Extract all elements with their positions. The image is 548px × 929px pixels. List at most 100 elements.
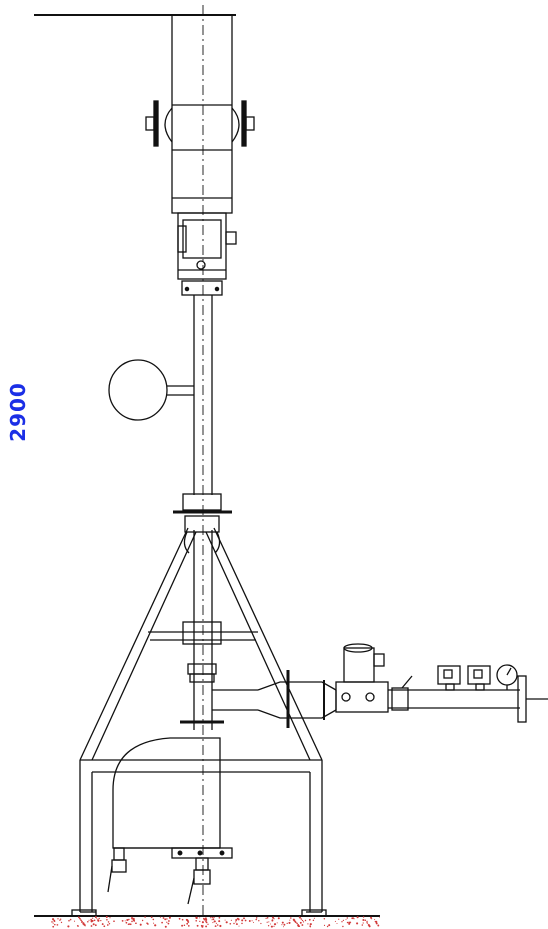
ground-dot <box>376 923 378 925</box>
downstream-pipe <box>388 675 548 723</box>
dimension-value: 2900 <box>6 382 31 442</box>
ground-dot <box>346 917 349 919</box>
ground-dot <box>342 919 345 922</box>
ground-dot <box>349 921 352 923</box>
ground-dot <box>289 919 291 921</box>
ground-dot <box>164 925 167 928</box>
ground-dot <box>334 920 336 922</box>
ground-dot <box>87 921 89 923</box>
ground-dot <box>266 921 268 923</box>
dimension-label: 2900 <box>3 352 33 472</box>
ground-dot <box>186 919 189 922</box>
ground-dot <box>94 916 97 919</box>
ground-dot <box>162 917 165 919</box>
ground-dot <box>106 919 108 921</box>
ground-dot <box>205 925 208 928</box>
ground-dot <box>342 925 344 928</box>
ground-dot <box>341 921 343 923</box>
ground-dot <box>356 916 359 919</box>
ground-dot <box>290 917 292 919</box>
ground-dot <box>107 921 110 923</box>
ground-dot <box>266 917 269 919</box>
ground-dot <box>127 923 130 926</box>
ground-dot <box>101 923 104 926</box>
ground-dot <box>235 923 238 926</box>
ground-dot <box>297 925 300 928</box>
ground-dot <box>67 925 70 928</box>
ground-dot <box>52 922 54 924</box>
ground-dot <box>91 919 94 922</box>
ground-dot <box>362 922 364 924</box>
ground-dot <box>252 921 255 923</box>
ground-dot <box>235 921 237 923</box>
ground-dot <box>268 921 270 923</box>
ground-dot <box>346 921 349 924</box>
ground-dot <box>60 918 62 920</box>
ground-dot <box>131 920 133 923</box>
ground-dot <box>131 918 133 920</box>
ground-dot <box>215 922 217 924</box>
ground-dot <box>167 922 170 925</box>
ground-dot <box>207 923 209 925</box>
ground-dot <box>84 925 86 927</box>
ground-dot <box>183 924 186 926</box>
ground-dot <box>224 919 226 921</box>
ground-dot <box>225 921 228 924</box>
ground-dot <box>281 924 283 926</box>
ground-dot <box>294 921 297 924</box>
ground-dot <box>181 918 184 921</box>
ground-dot <box>299 921 302 924</box>
ground-dot <box>128 918 130 921</box>
ground-dot <box>371 918 373 920</box>
ground-dot <box>166 918 168 920</box>
ground-dot <box>230 919 232 921</box>
upper-tube <box>171 14 233 214</box>
pressure-switch-2 <box>467 665 491 691</box>
ground-dot <box>362 918 365 922</box>
ground-dot <box>181 924 184 927</box>
center-drain-valve <box>187 857 211 905</box>
ground-dot <box>323 918 326 920</box>
ground-dot <box>205 918 208 921</box>
ground-dot <box>79 918 81 920</box>
ground-dot <box>326 925 329 928</box>
ground-dot <box>255 918 257 921</box>
ground-dot <box>77 925 79 927</box>
ground-dot <box>90 925 93 927</box>
ground-dot <box>53 920 56 923</box>
ground-dot <box>161 921 163 924</box>
ground-dot <box>168 920 170 922</box>
ground-dot <box>153 922 155 924</box>
ground-dot <box>323 924 326 926</box>
ground-dot <box>235 919 238 921</box>
ground-dot <box>139 923 142 926</box>
coupling-block <box>177 212 237 296</box>
ground-dot <box>202 925 204 927</box>
ground-dot <box>271 919 274 922</box>
ground-dot <box>258 920 260 922</box>
ground-dot <box>366 920 368 923</box>
ground-dot <box>375 920 378 923</box>
float-ball <box>108 359 194 421</box>
left-drain-valve <box>107 847 127 893</box>
ground-dot <box>243 917 245 920</box>
ground-dot <box>273 923 277 926</box>
ground-dot <box>96 918 98 920</box>
ground-dot <box>361 924 364 926</box>
ground-dot <box>166 921 168 923</box>
ground-dot <box>345 919 347 921</box>
ground-dot <box>73 920 76 922</box>
ground-dot <box>241 922 243 925</box>
ground-dot <box>353 918 355 920</box>
ground-dot <box>301 919 304 922</box>
ground-dot <box>233 922 235 925</box>
ground-dot <box>52 918 55 921</box>
ground-dot <box>126 919 128 921</box>
central-pipe <box>193 295 213 730</box>
ground-dot <box>309 923 312 926</box>
ground-dot <box>51 921 53 923</box>
ground-dot <box>362 916 365 918</box>
ground-dot <box>308 918 311 921</box>
ground-dot <box>106 924 109 926</box>
ground-dot <box>286 922 288 925</box>
